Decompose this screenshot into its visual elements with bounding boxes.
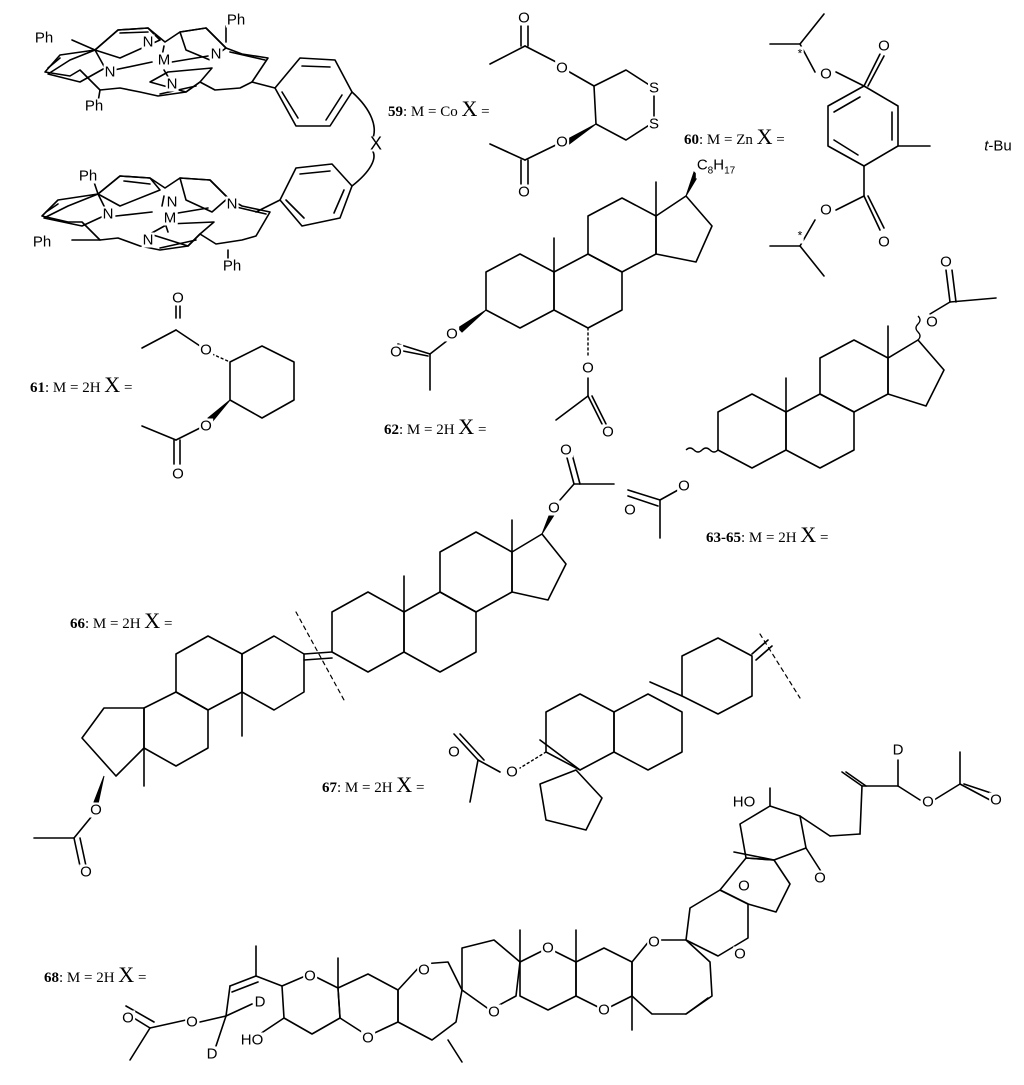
o-label: O — [199, 417, 213, 435]
structure-62 — [397, 171, 713, 425]
n-label: N — [165, 193, 179, 211]
d-label: D — [205, 1045, 219, 1063]
o-label: O — [541, 939, 555, 957]
stereo-star: * — [796, 228, 804, 244]
tbu-label: t-Bu — [983, 137, 1013, 155]
label-59: 59: M = Co X = — [388, 96, 490, 121]
o-label: O — [199, 341, 213, 359]
n-label: N — [165, 75, 179, 93]
n-label: N — [101, 205, 115, 223]
o-label: O — [487, 1003, 501, 1021]
o-label: O — [733, 945, 747, 963]
c8h17-label: C8H17 — [695, 156, 737, 179]
ph-label: Ph — [77, 167, 99, 185]
n-label: N — [209, 45, 223, 63]
label-62: 62: M = 2H X = — [384, 414, 487, 439]
label-68: 68: M = 2H X = — [44, 962, 147, 987]
ph-label: Ph — [221, 257, 243, 275]
o-label: O — [989, 791, 1003, 809]
o-label: O — [89, 801, 103, 819]
o-label: O — [79, 863, 93, 881]
structure-60 — [769, 13, 931, 277]
structure-67 — [453, 633, 801, 831]
n-label: N — [103, 63, 117, 81]
label-67: 67: M = 2H X = — [322, 772, 425, 797]
o-label: O — [623, 501, 637, 519]
porphyrin-top — [44, 25, 376, 141]
d-label: D — [891, 741, 905, 759]
structure-59 — [489, 21, 655, 187]
n-label: N — [225, 195, 239, 213]
o-label: O — [171, 289, 185, 307]
o-label: O — [925, 313, 939, 331]
o-label: O — [185, 1013, 199, 1031]
s-label: S — [647, 79, 661, 97]
x-linker-label: X — [368, 133, 384, 154]
ph-label: Ph — [83, 97, 105, 115]
structure-61 — [141, 295, 295, 465]
d-label: D — [253, 993, 267, 1011]
o-label: O — [447, 743, 461, 761]
stereo-star: * — [796, 46, 804, 62]
ph-label: Ph — [33, 29, 55, 47]
ho-label: HO — [731, 793, 757, 811]
label-63-65: 63-65: M = 2H X = — [706, 522, 829, 547]
o-label: O — [303, 967, 317, 985]
o-label: O — [921, 793, 935, 811]
m-label: M — [162, 209, 178, 227]
n-label: N — [141, 33, 155, 51]
n-label: N — [141, 231, 155, 249]
o-label: O — [647, 933, 661, 951]
o-label: O — [677, 477, 691, 495]
o-label: O — [737, 877, 751, 895]
o-label: O — [389, 343, 403, 361]
o-label: O — [555, 59, 569, 77]
o-label: O — [517, 183, 531, 201]
o-label: O — [505, 763, 519, 781]
o-label: O — [547, 499, 561, 517]
o-label: O — [445, 325, 459, 343]
o-label: O — [517, 9, 531, 27]
structure-66 — [33, 453, 615, 867]
o-label: O — [819, 201, 833, 219]
o-label: O — [555, 133, 569, 151]
o-label: O — [601, 423, 615, 441]
o-label: O — [877, 37, 891, 55]
porphyrin-bottom — [41, 149, 375, 263]
m-label: M — [156, 51, 172, 69]
o-label: O — [361, 1029, 375, 1047]
ho-label: HO — [239, 1031, 265, 1049]
s-label: S — [647, 115, 661, 133]
structure-68 — [123, 751, 995, 1063]
label-61: 61: M = 2H X = — [30, 372, 133, 397]
o-label: O — [813, 869, 827, 887]
structure-63-65 — [627, 269, 997, 539]
o-label: O — [559, 441, 573, 459]
label-66: 66: M = 2H X = — [70, 608, 173, 633]
ph-label: Ph — [225, 11, 247, 29]
ph-label: Ph — [31, 233, 53, 251]
o-label: O — [939, 253, 953, 271]
o-label: O — [877, 233, 891, 251]
o-label: O — [121, 1009, 135, 1027]
label-60: 60: M = Zn X = — [684, 124, 785, 149]
o-label: O — [171, 465, 185, 483]
o-label: O — [819, 65, 833, 83]
o-label: O — [417, 961, 431, 979]
o-label: O — [597, 1001, 611, 1019]
o-label: O — [581, 359, 595, 377]
